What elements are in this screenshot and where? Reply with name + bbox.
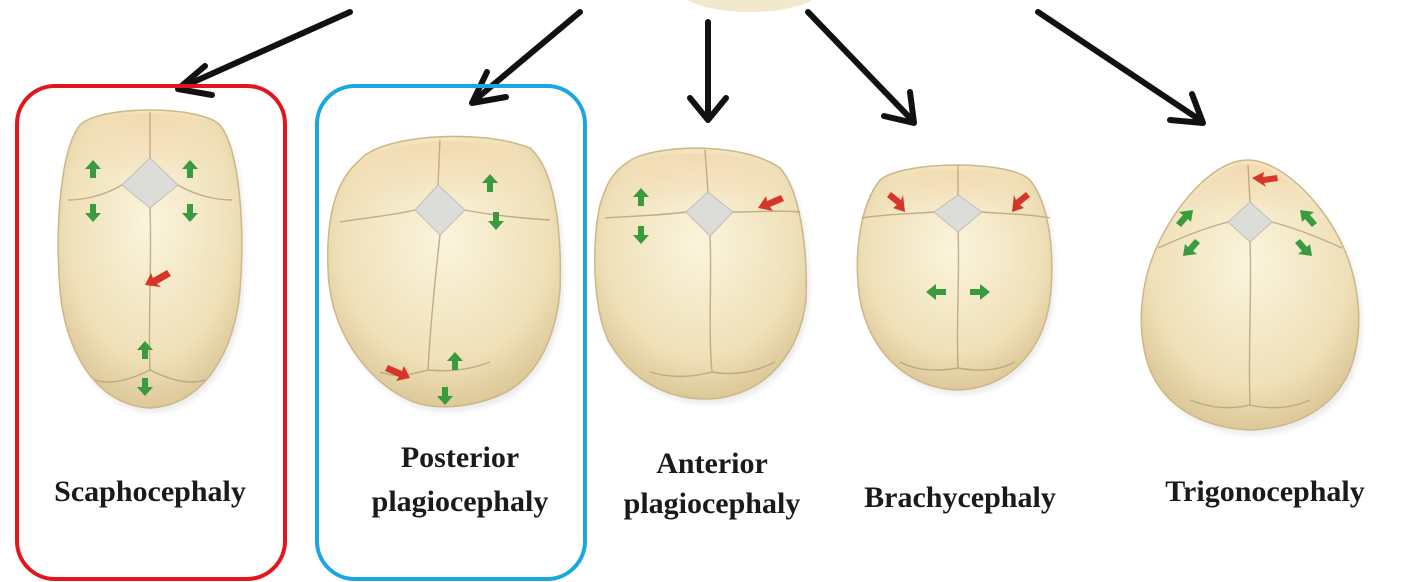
label-posterior-plagiocephaly: Posterior plagiocephaly	[330, 440, 590, 520]
skull-anterior-plagiocephaly	[595, 148, 810, 404]
label-anterior-plagiocephaly-line1: Anterior	[582, 446, 842, 482]
label-scaphocephaly-line1: Scaphocephaly	[10, 474, 290, 510]
pointer-arrow-scaphocephaly	[178, 12, 350, 95]
label-posterior-plagiocephaly-line1: Posterior	[330, 440, 590, 476]
skull-scaphocephaly	[58, 110, 245, 413]
label-anterior-plagiocephaly-line2: plagiocephaly	[582, 486, 842, 522]
pointer-arrow-anterior-plagiocephaly	[690, 22, 726, 120]
skull-brachycephaly	[857, 165, 1054, 395]
label-trigonocephaly: Trigonocephaly	[1120, 474, 1410, 510]
label-trigonocephaly-line1: Trigonocephaly	[1120, 474, 1410, 510]
label-brachycephaly: Brachycephaly	[840, 480, 1080, 516]
pointer-arrows	[178, 12, 1203, 123]
pointer-arrow-brachycephaly	[808, 12, 914, 123]
label-posterior-plagiocephaly-line2: plagiocephaly	[330, 484, 590, 520]
skull-trigonocephaly	[1141, 160, 1361, 435]
skull-posterior-plagiocephaly	[328, 136, 564, 411]
label-anterior-plagiocephaly: Anterior plagiocephaly	[582, 446, 842, 522]
parent-skull-partial	[680, 0, 820, 12]
pointer-arrow-trigonocephaly	[1038, 12, 1203, 123]
label-scaphocephaly: Scaphocephaly	[10, 474, 290, 510]
label-brachycephaly-line1: Brachycephaly	[840, 480, 1080, 516]
